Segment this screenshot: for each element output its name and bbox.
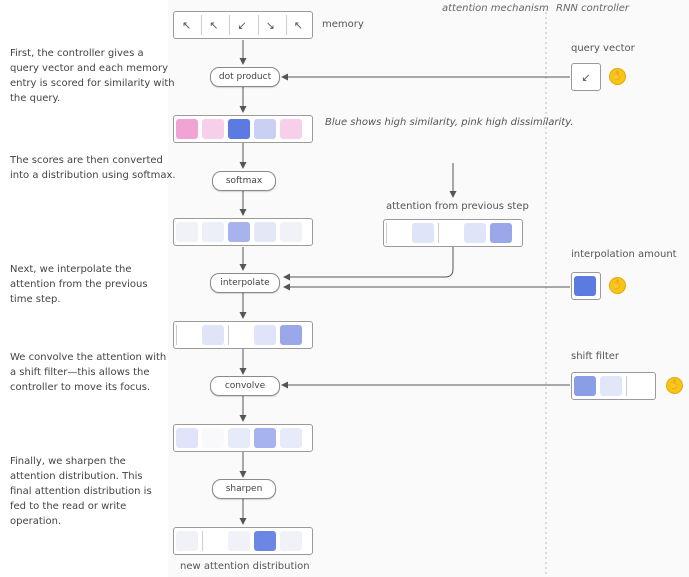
memory-cell: ↘	[257, 15, 282, 35]
previous-attention-row	[383, 219, 523, 247]
attention-cell	[176, 531, 198, 551]
attention-cell	[280, 325, 302, 345]
similarity-scores-row	[173, 115, 313, 143]
attention-cell	[202, 119, 224, 139]
hand-pointer-icon[interactable]: ✋	[666, 377, 683, 394]
attention-cell	[228, 531, 250, 551]
attention-cell	[228, 325, 250, 345]
step2-description: The scores are then converted into a dis…	[10, 155, 176, 181]
convolved-attention-row	[173, 424, 313, 452]
attention-cell	[254, 119, 276, 139]
attention-cell	[228, 428, 250, 448]
sharpen-node: sharpen	[212, 479, 276, 499]
attention-cell	[254, 531, 276, 551]
memory-cell: ↙	[229, 15, 253, 35]
query-vector-arrow: ↙	[581, 70, 591, 84]
attention-cell	[386, 223, 408, 243]
attention-cell	[464, 223, 486, 243]
attention-cell	[254, 222, 276, 242]
attention-cell	[280, 119, 302, 139]
new-attention-label: new attention distribution	[180, 561, 310, 572]
memory-cell: ↖	[182, 18, 192, 32]
attention-cell	[438, 223, 460, 243]
attention-cell	[600, 376, 622, 396]
arrow-prev-to-interp	[283, 247, 454, 281]
attention-cell	[176, 222, 198, 242]
attention-cell	[280, 222, 302, 242]
new-attention-row	[173, 527, 313, 555]
attention-cell	[490, 223, 512, 243]
memory-cell: ↖	[285, 15, 310, 35]
memory-row: ↖ ↖ ↙ ↘ ↖	[173, 11, 313, 39]
header-rnn-controller: RNN controller	[556, 3, 630, 14]
step4-description: We convolve the attention with a shift f…	[10, 352, 167, 393]
interpolation-amount-label: interpolation amount	[571, 249, 677, 260]
dot-product-node: dot product	[210, 67, 280, 87]
memory-cell: ↖	[201, 15, 225, 35]
attention-cell	[202, 325, 224, 345]
memory-label: memory	[322, 19, 364, 30]
shift-filter-label: shift filter	[571, 351, 620, 362]
step1-description: First, the controller gives a query vect…	[10, 48, 175, 104]
step5-description: Finally, we sharpen the attention distri…	[10, 456, 152, 527]
softmax-node: softmax	[212, 171, 276, 191]
attention-cell	[626, 376, 648, 396]
query-vector-box: ↙	[571, 63, 601, 91]
shift-filter-row	[571, 372, 656, 400]
attention-cell	[280, 428, 302, 448]
attention-cell	[280, 531, 302, 551]
attention-cell	[202, 531, 224, 551]
attention-cell	[412, 223, 434, 243]
attention-cell	[202, 428, 224, 448]
interpolation-amount-box	[571, 272, 601, 300]
attention-cell	[176, 119, 198, 139]
attention-cell	[176, 428, 198, 448]
hand-pointer-icon[interactable]: ✋	[609, 68, 626, 85]
convolve-node: convolve	[210, 376, 280, 396]
attention-cell	[176, 325, 198, 345]
similarity-note: Blue shows high similarity, pink high di…	[325, 117, 574, 128]
prev-attention-label: attention from previous step	[386, 201, 529, 212]
softmax-distribution-row	[173, 218, 313, 246]
attention-cell	[574, 376, 596, 396]
attention-cell	[574, 276, 596, 296]
attention-cell	[254, 325, 276, 345]
interpolated-attention-row	[173, 321, 313, 349]
step3-description: Next, we interpolate the attention from …	[10, 264, 148, 305]
query-vector-label: query vector	[571, 43, 635, 54]
attention-cell	[254, 428, 276, 448]
hand-pointer-icon[interactable]: ✋	[609, 277, 626, 294]
interpolate-node: interpolate	[210, 273, 280, 293]
attention-cell	[202, 222, 224, 242]
header-attention-mechanism: attention mechanism	[442, 3, 549, 14]
attention-cell	[228, 119, 250, 139]
attention-cell	[228, 222, 250, 242]
left-panel	[0, 0, 168, 577]
